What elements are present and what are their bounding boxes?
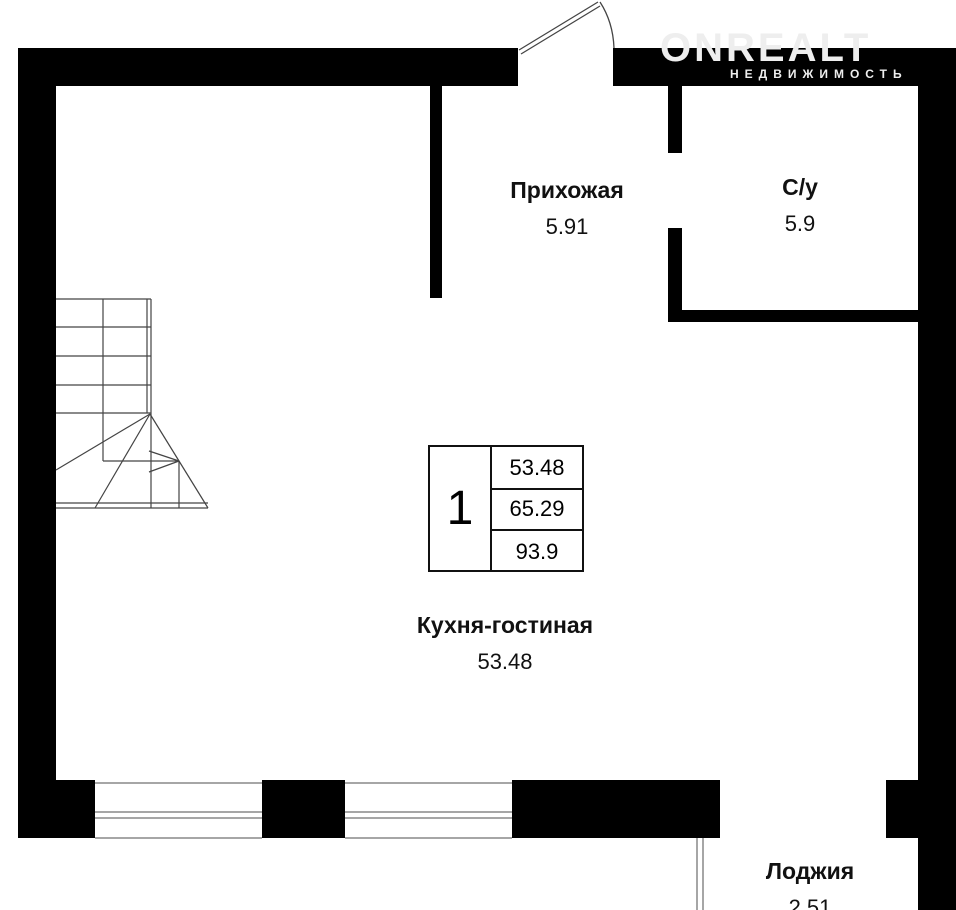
watermark-logo: ONREALT НЕДВИЖИМОСТЬ: [660, 26, 908, 81]
room-name: С/у: [782, 174, 818, 200]
rooms-count: 1: [430, 447, 492, 570]
room-name: Лоджия: [765, 858, 855, 884]
walls: [18, 48, 956, 910]
watermark-brand: ONREALT: [660, 26, 872, 70]
wall-bathroom-bottom: [668, 310, 918, 322]
wall-bathroom-upper: [668, 86, 682, 153]
wall-bathroom-lower: [668, 228, 682, 322]
windows: [95, 782, 704, 910]
room-area: 53.48: [477, 649, 533, 674]
total-area: 65.29: [492, 488, 582, 531]
room-bathroom: С/у 5.9: [782, 174, 818, 237]
room-area: 5.91: [545, 214, 589, 239]
room-area: 5.9: [784, 211, 816, 236]
wall-left: [18, 48, 56, 838]
room-area: 2.51: [788, 895, 832, 910]
staircase: [55, 298, 209, 509]
wall-hallway: [430, 86, 442, 298]
total-area-with-loggia: 93.9: [515, 538, 559, 564]
entrance-door: [518, 1, 615, 55]
room-name: Кухня-гостиная: [416, 612, 594, 638]
room-loggia: Лоджия 2.51: [766, 858, 854, 910]
living-area: 53.48: [492, 447, 582, 490]
wall-bottom-3: [512, 780, 720, 838]
wall-top-left: [18, 48, 518, 86]
wall-bottom-4: [886, 780, 926, 838]
watermark-subtitle: НЕДВИЖИМОСТЬ: [730, 67, 908, 81]
room-kitchen-living: Кухня-гостиная 53.48: [417, 612, 593, 675]
apartment-info-box: 1 53.48 65.29 93.9: [428, 445, 584, 572]
room-hallway: Прихожая 5.91: [510, 177, 623, 240]
wall-right: [918, 48, 956, 910]
wall-top-right: [613, 48, 956, 86]
wall-bottom-2: [262, 780, 345, 838]
wall-bottom-1: [18, 780, 95, 838]
room-name: Прихожая: [510, 177, 624, 203]
